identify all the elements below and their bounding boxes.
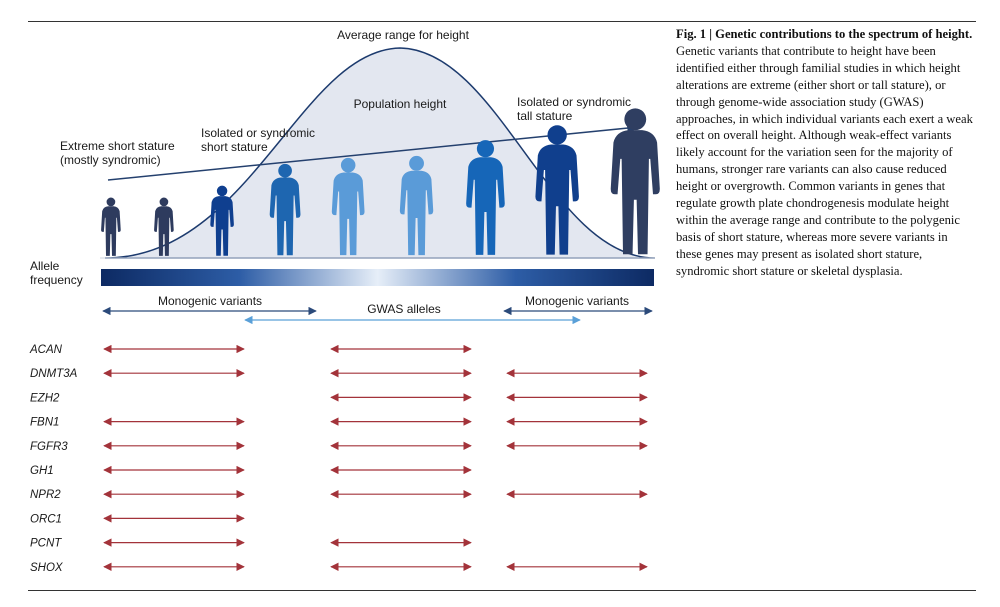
person-silhouette	[101, 197, 121, 256]
gene-label: FBN1	[30, 417, 59, 429]
label-allele: Allele	[30, 259, 60, 273]
bottom-rule	[28, 590, 976, 591]
person-silhouette	[610, 108, 660, 255]
gene-label: NPR2	[30, 489, 61, 501]
gene-label: DNMT3A	[30, 368, 78, 380]
figure-caption: Fig. 1 | Genetic contributions to the sp…	[676, 26, 976, 280]
gene-label: SHOX	[30, 562, 64, 574]
top-rule	[28, 21, 976, 22]
allele-frequency-bar	[101, 269, 654, 286]
gene-label: GH1	[30, 465, 54, 477]
label-isolated-short-stature: Isolated or syndromic	[201, 126, 315, 140]
label-isolated-short-stature-sub: short stature	[201, 140, 268, 154]
label-frequency: frequency	[30, 273, 83, 287]
height-spectrum-figure: Average range for height Population heig…	[29, 28, 660, 574]
label-extreme-short-stature: Extreme short stature	[60, 139, 175, 153]
gene-label: PCNT	[30, 538, 62, 550]
caption-figure-label: Fig. 1 |	[676, 27, 716, 41]
label-monogenic-right: Monogenic variants	[525, 294, 629, 308]
caption-body: Genetic variants that contribute to heig…	[676, 43, 973, 278]
gene-label: ACAN	[29, 344, 63, 356]
label-monogenic-left: Monogenic variants	[158, 294, 262, 308]
label-isolated-tall-stature-sub: tall stature	[517, 109, 573, 123]
gene-label: ORC1	[30, 513, 62, 525]
label-extreme-short-stature-sub: (mostly syndromic)	[60, 153, 161, 167]
label-isolated-tall-stature: Isolated or syndromic	[517, 95, 631, 109]
label-population-height: Population height	[354, 97, 447, 111]
label-gwas-alleles: GWAS alleles	[367, 302, 441, 316]
gene-label: EZH2	[30, 392, 60, 404]
caption-title: Genetic contributions to the spectrum of…	[715, 27, 973, 41]
gene-label: FGFR3	[30, 441, 68, 453]
label-average-range: Average range for height	[337, 28, 470, 42]
